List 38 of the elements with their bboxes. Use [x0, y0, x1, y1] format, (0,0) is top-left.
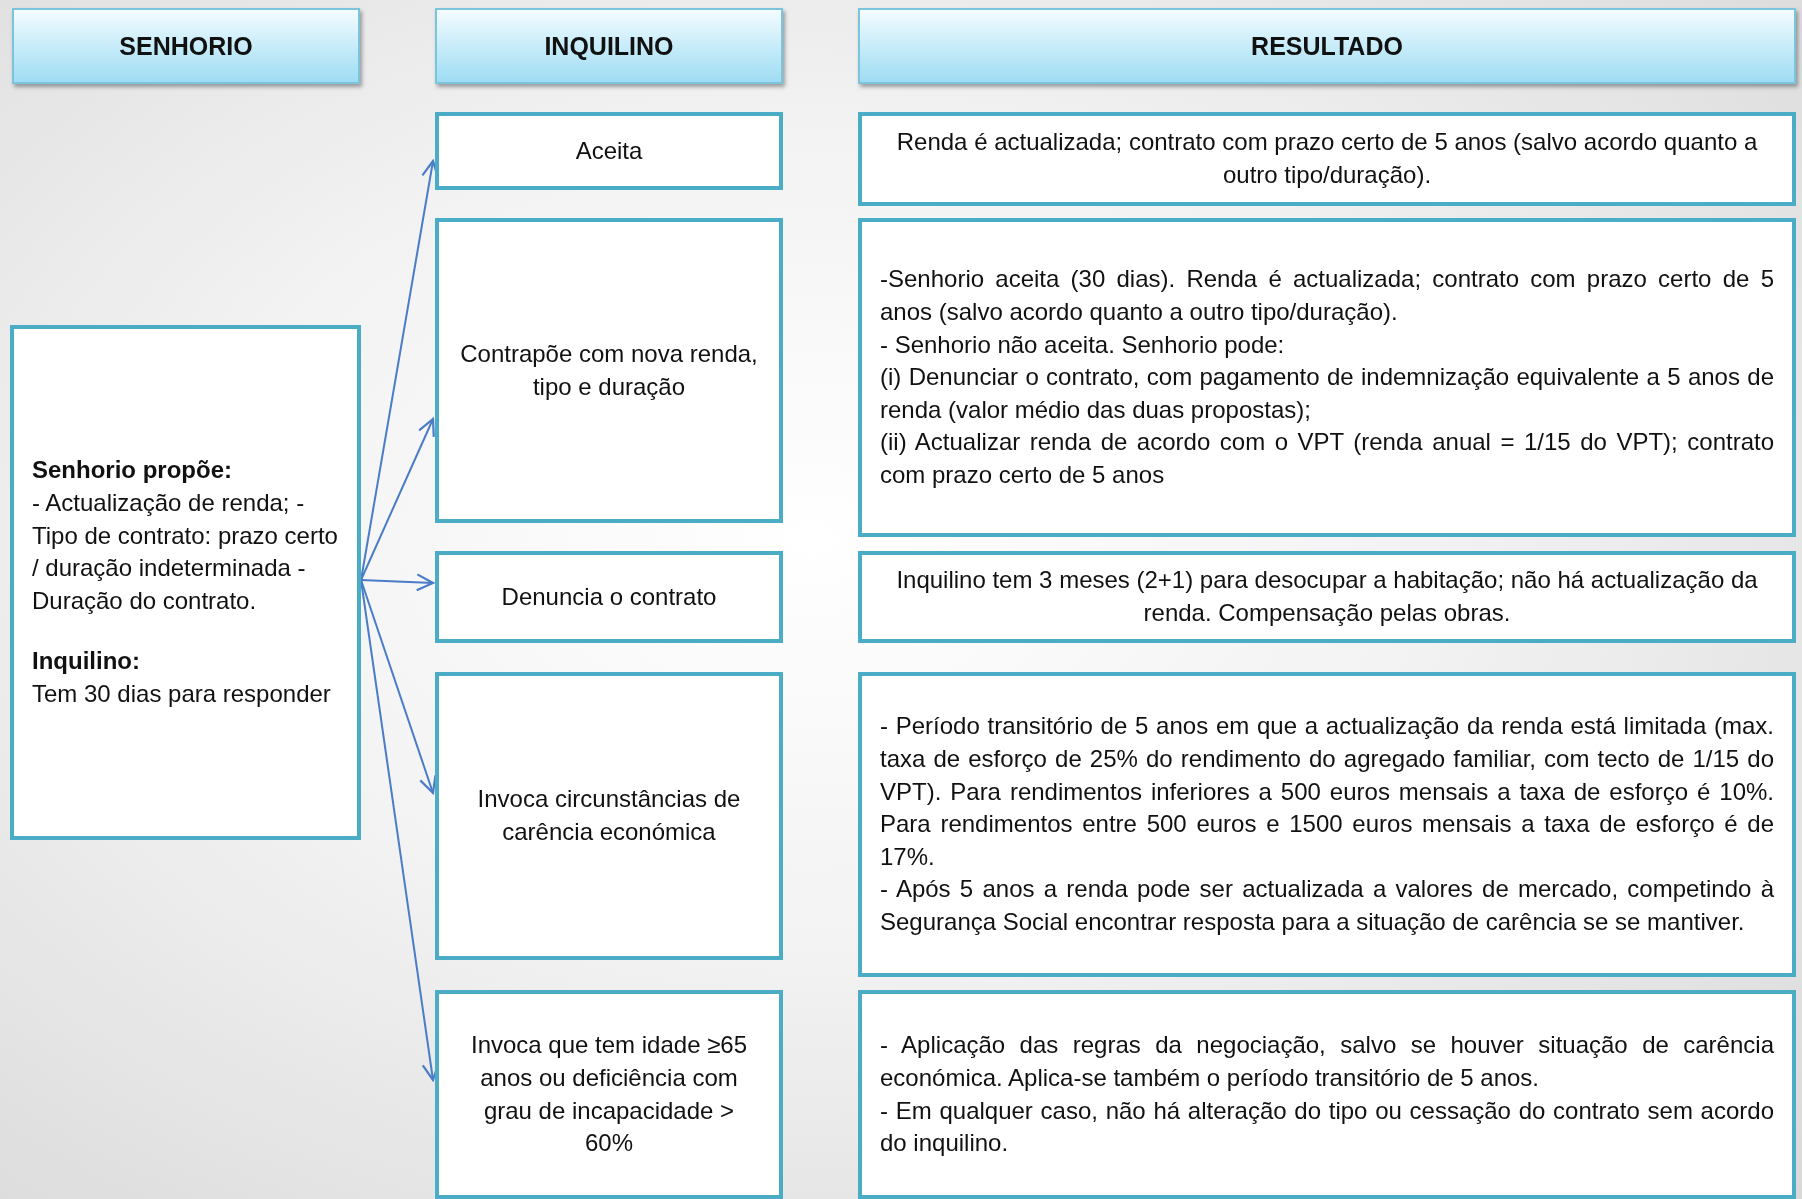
header-text: SENHORIO: [119, 31, 253, 62]
option-box: [435, 990, 783, 1199]
box-text: Renda é actualizada; contrato com prazo certo de 5 anos (salvo acordo quanto a outro tipo/duração).: [895, 127, 1759, 190]
box-text: Aceita: [575, 135, 643, 166]
result-box: [858, 218, 1796, 537]
option-box: [435, 672, 783, 960]
box-text: Denuncia o contrato: [501, 581, 717, 612]
header-text: RESULTADO: [1251, 31, 1403, 62]
option-box: [435, 551, 783, 643]
box-text: Tem 30 dias para responder: [32, 679, 332, 710]
column-header: [435, 8, 783, 84]
heading: Inquilino:: [32, 646, 141, 677]
option-box: [435, 218, 783, 523]
box-text: (i) Denunciar o contrato, com pagamento de indemnização equivalente a 5 anos de renda (valor médio das duas propostas);: [880, 362, 1774, 425]
box-text: - Período transitório de 5 anos em que a actualização da renda está limitada (max. taxa de esforço de 25% do rendimento do agregado familiar, com tecto de 1/15 do VPT). Para rendimentos inferiores a 500 euros mensais a taxa de esforço é 10%. Para rendimentos entre 500 euros e 1500 euros mensais a taxa de esforço é de 17%.: [880, 711, 1774, 872]
result-box: [858, 551, 1796, 643]
column-header: [12, 8, 360, 84]
box-text: Contrapõe com nova renda, tipo e duração: [459, 338, 759, 402]
box-text: Invoca que tem idade ≥65 anos ou deficiência com grau de incapacidade > 60%: [470, 1030, 748, 1159]
result-box: [858, 672, 1796, 977]
box-text: - Em qualquer caso, não há alteração do tipo ou cessação do contrato sem acordo do inquilino.: [880, 1095, 1774, 1159]
arrow: [360, 573, 435, 592]
arrow: [360, 417, 435, 581]
result-box: [858, 990, 1796, 1199]
box-text: -Senhorio aceita (30 dias). Renda é actualizada; contrato com prazo certo de 5 anos (salvo acordo quanto a outro tipo/duração).: [880, 264, 1774, 327]
proposal-box: [10, 325, 361, 840]
column-header: [858, 8, 1796, 84]
box-text: Invoca circunstâncias de carência económica: [476, 784, 742, 847]
option-box: [435, 112, 783, 190]
box-text: - Senhorio não aceita. Senhorio pode:: [880, 329, 1286, 360]
box-text: Inquilino tem 3 meses (2+1) para desocupar a habitação; não há actualização da renda. Compensação pelas obras.: [895, 565, 1759, 628]
box-text: - Actualização de renda; - Tipo de contrato: prazo certo / duração indeterminada -Duração do contrato.: [32, 487, 339, 616]
box-text: (ii) Actualizar renda de acordo com o VPT (renda anual = 1/15 do VPT); contrato com prazo certo de 5 anos: [880, 427, 1774, 491]
box-text: - Aplicação das regras da negociação, salvo se houver situação de carência económica. Aplica-se também o período transitório de 5 anos.: [880, 1030, 1774, 1093]
result-box: [858, 112, 1796, 206]
header-text: INQUILINO: [544, 31, 674, 62]
box-text: - Após 5 anos a renda pode ser actualizada a valores de mercado, competindo à Segurança Social encontrar resposta para a situação de carência se se mantiver.: [880, 874, 1774, 938]
heading: Senhorio propõe:: [32, 455, 233, 486]
